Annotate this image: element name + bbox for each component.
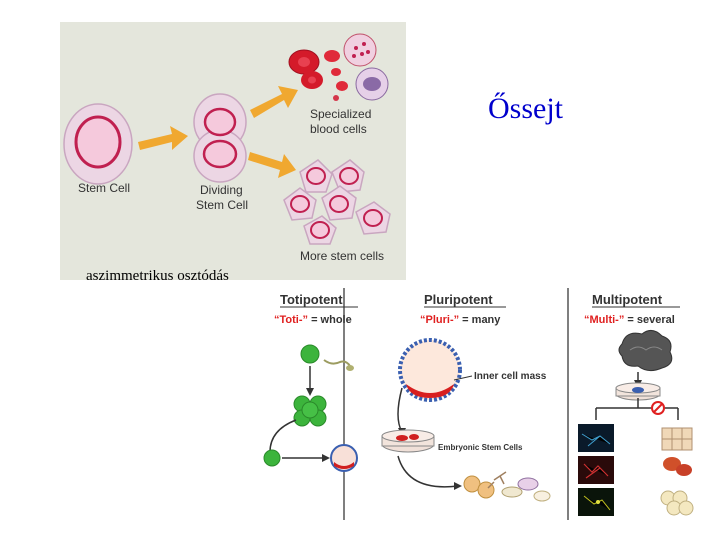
dividing-label-line2: Stem Cell: [196, 198, 248, 212]
stem-cell-illustration: [63, 103, 133, 185]
pluripotent-term: “Pluri-”: [420, 314, 459, 326]
specialized-label-line2: blood cells: [310, 122, 367, 136]
dividing-label-line1: Dividing: [200, 183, 243, 197]
embryonic-stem-cells-label: Embryonic Stem Cells: [438, 443, 523, 452]
totipotent-term: “Toti-”: [274, 314, 308, 326]
inner-cell-mass-label: Inner cell mass: [474, 371, 547, 382]
arrow-icon: [138, 126, 188, 150]
pluripotent-heading: Pluripotent: [424, 292, 493, 307]
totipotent-meaning: = whole: [308, 314, 352, 326]
arrow-icon: [248, 152, 296, 178]
multipotent-meaning: = several: [624, 314, 674, 326]
stem-cell-label: Stem Cell: [78, 181, 130, 195]
multipotent-definition: “Multi-” = several: [584, 314, 675, 326]
slide-title: Őssejt: [488, 92, 563, 125]
totipotent-illustration: [263, 344, 358, 472]
multipotent-term: “Multi-”: [584, 314, 624, 326]
potency-diagram: Totipotent “Toti-” = whole Pluripotent “…: [263, 288, 694, 520]
multipotent-illustration: [578, 330, 694, 516]
arrow-icon: [250, 86, 298, 118]
pluripotent-definition: “Pluri-” = many: [420, 314, 501, 326]
specialized-label-line1: Specialized: [310, 107, 371, 121]
pluripotent-meaning: = many: [459, 314, 501, 326]
totipotent-definition: “Toti-” = whole: [274, 314, 352, 326]
totipotent-heading: Totipotent: [280, 292, 343, 307]
caption: aszimmetrikus osztódás: [86, 268, 229, 284]
stem-cell-division-diagram: Stem Cell Dividing Stem Cell Specialized…: [60, 22, 406, 280]
more-stem-cells-label: More stem cells: [300, 249, 384, 263]
multipotent-heading: Multipotent: [592, 292, 663, 307]
more-stem-cells-illustration: [283, 159, 391, 245]
blood-cells-illustration: [288, 33, 389, 101]
dividing-cell-illustration: [193, 93, 247, 183]
pluripotent-illustration: Inner cell mass Embryonic Stem Cells: [381, 338, 551, 502]
